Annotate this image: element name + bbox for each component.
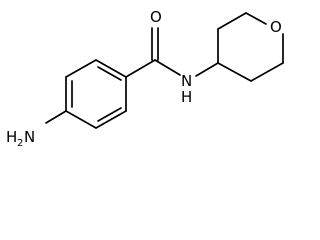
oxane-bond-3 (245, 12, 267, 25)
benzene-bond-4 (65, 110, 97, 129)
amide-hydrogen-label: H (181, 88, 192, 106)
chemical-structure-diagram: H 2 N O N H O (6, 8, 284, 149)
benzene-bond-6 (65, 59, 97, 78)
carbonyl-oxygen-label: O (150, 8, 162, 26)
amine-nitrogen-label: H (6, 128, 17, 146)
benzene-double-bond-1 (97, 66, 122, 81)
oxane-ring (217, 12, 284, 82)
benzene-double-bond-2 (97, 107, 122, 122)
benzene-ring (65, 59, 127, 129)
oxane-bond-5 (250, 62, 284, 82)
carbonyl-nitrogen-bond (154, 59, 181, 76)
oxane-bond-2 (217, 12, 247, 30)
nitrogen-ring-bond (195, 62, 219, 77)
amine-bond (45, 110, 67, 124)
aryl-carbonyl-bond (125, 59, 156, 78)
ring-oxygen-label: O (270, 18, 282, 36)
oxane-bond-6 (217, 62, 252, 82)
amine-n-label: N (24, 128, 35, 146)
benzene-bond-1 (95, 59, 127, 78)
amide-nitrogen-label: N (181, 72, 192, 90)
amine-subscript-label: 2 (17, 138, 23, 149)
benzene-bond-3 (95, 110, 127, 129)
